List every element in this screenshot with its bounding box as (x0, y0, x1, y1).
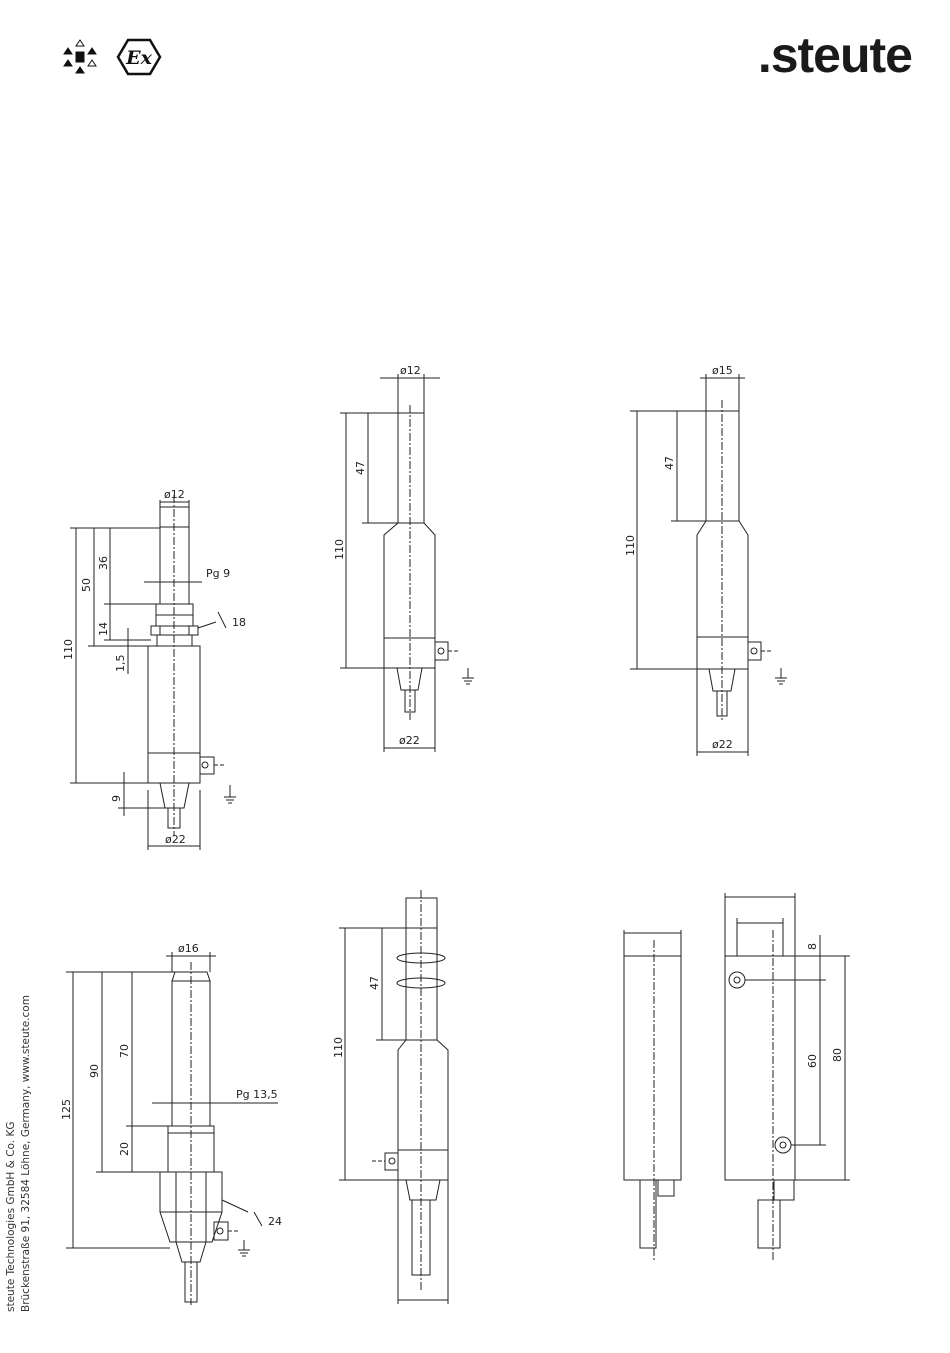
safety-symbols-icon (64, 40, 96, 73)
dim-110: 110 (62, 639, 75, 660)
dim-diameter-top: ø12 (400, 364, 421, 377)
dim-110: 110 (332, 1037, 345, 1058)
steute-logo: .steute (758, 30, 912, 80)
dim-80: 80 (831, 1048, 844, 1062)
dim-8: 8 (806, 943, 819, 950)
dim-50: 50 (80, 578, 93, 592)
drawing-rectangular-sensor: 8 60 80 (624, 893, 850, 1260)
company-footer: steute Technologies GmbH & Co. KG Brücke… (4, 995, 34, 1312)
dim-thread: Pg 13,5 (236, 1088, 278, 1101)
dim-60: 60 (806, 1054, 819, 1068)
atex-ex-icon: Ex (118, 40, 160, 74)
drawing-sensor-pg9: ø12 110 50 36 14 1,5 9 Pg 9 18 ø22 (62, 488, 246, 850)
dim-125: 125 (60, 1099, 73, 1120)
dim-20: 20 (118, 1142, 131, 1156)
dim-110: 110 (624, 535, 637, 556)
drawing-sensor-pg13-5: ø16 125 90 70 20 Pg 13,5 24 (60, 942, 282, 1305)
dim-diameter-bottom: ø22 (712, 738, 733, 751)
dim-thread: Pg 9 (206, 567, 230, 580)
drawing-sensor-15: ø15 110 47 ø22 (624, 364, 787, 756)
dim-47: 47 (368, 976, 381, 990)
ex-mark-text: Ex (125, 47, 152, 69)
dim-47: 47 (354, 461, 367, 475)
drawing-sensor-ring-target: 110 47 (332, 890, 448, 1304)
dim-36: 36 (97, 556, 110, 570)
footer-address: Brückenstraße 91, 32584 Löhne, Germany, … (19, 995, 34, 1312)
dim-wrench: 18 (232, 616, 246, 629)
dim-1-5: 1,5 (114, 655, 127, 673)
dim-9: 9 (110, 795, 123, 802)
dim-diameter-bottom: ø22 (399, 734, 420, 747)
footer-company-name: steute Technologies GmbH & Co. KG (4, 995, 19, 1312)
dim-diameter-bottom: ø22 (165, 833, 186, 846)
dim-70: 70 (118, 1044, 131, 1058)
dim-110: 110 (333, 539, 346, 560)
dim-47: 47 (663, 456, 676, 470)
dim-14: 14 (97, 622, 110, 636)
dim-diameter-top: ø16 (178, 942, 199, 955)
drawing-sensor-12: ø12 110 47 ø22 (333, 364, 474, 752)
dim-diameter-top: ø15 (712, 364, 733, 377)
dim-diameter-top: ø12 (164, 488, 185, 501)
dim-90: 90 (88, 1064, 101, 1078)
dim-wrench: 24 (268, 1215, 282, 1228)
